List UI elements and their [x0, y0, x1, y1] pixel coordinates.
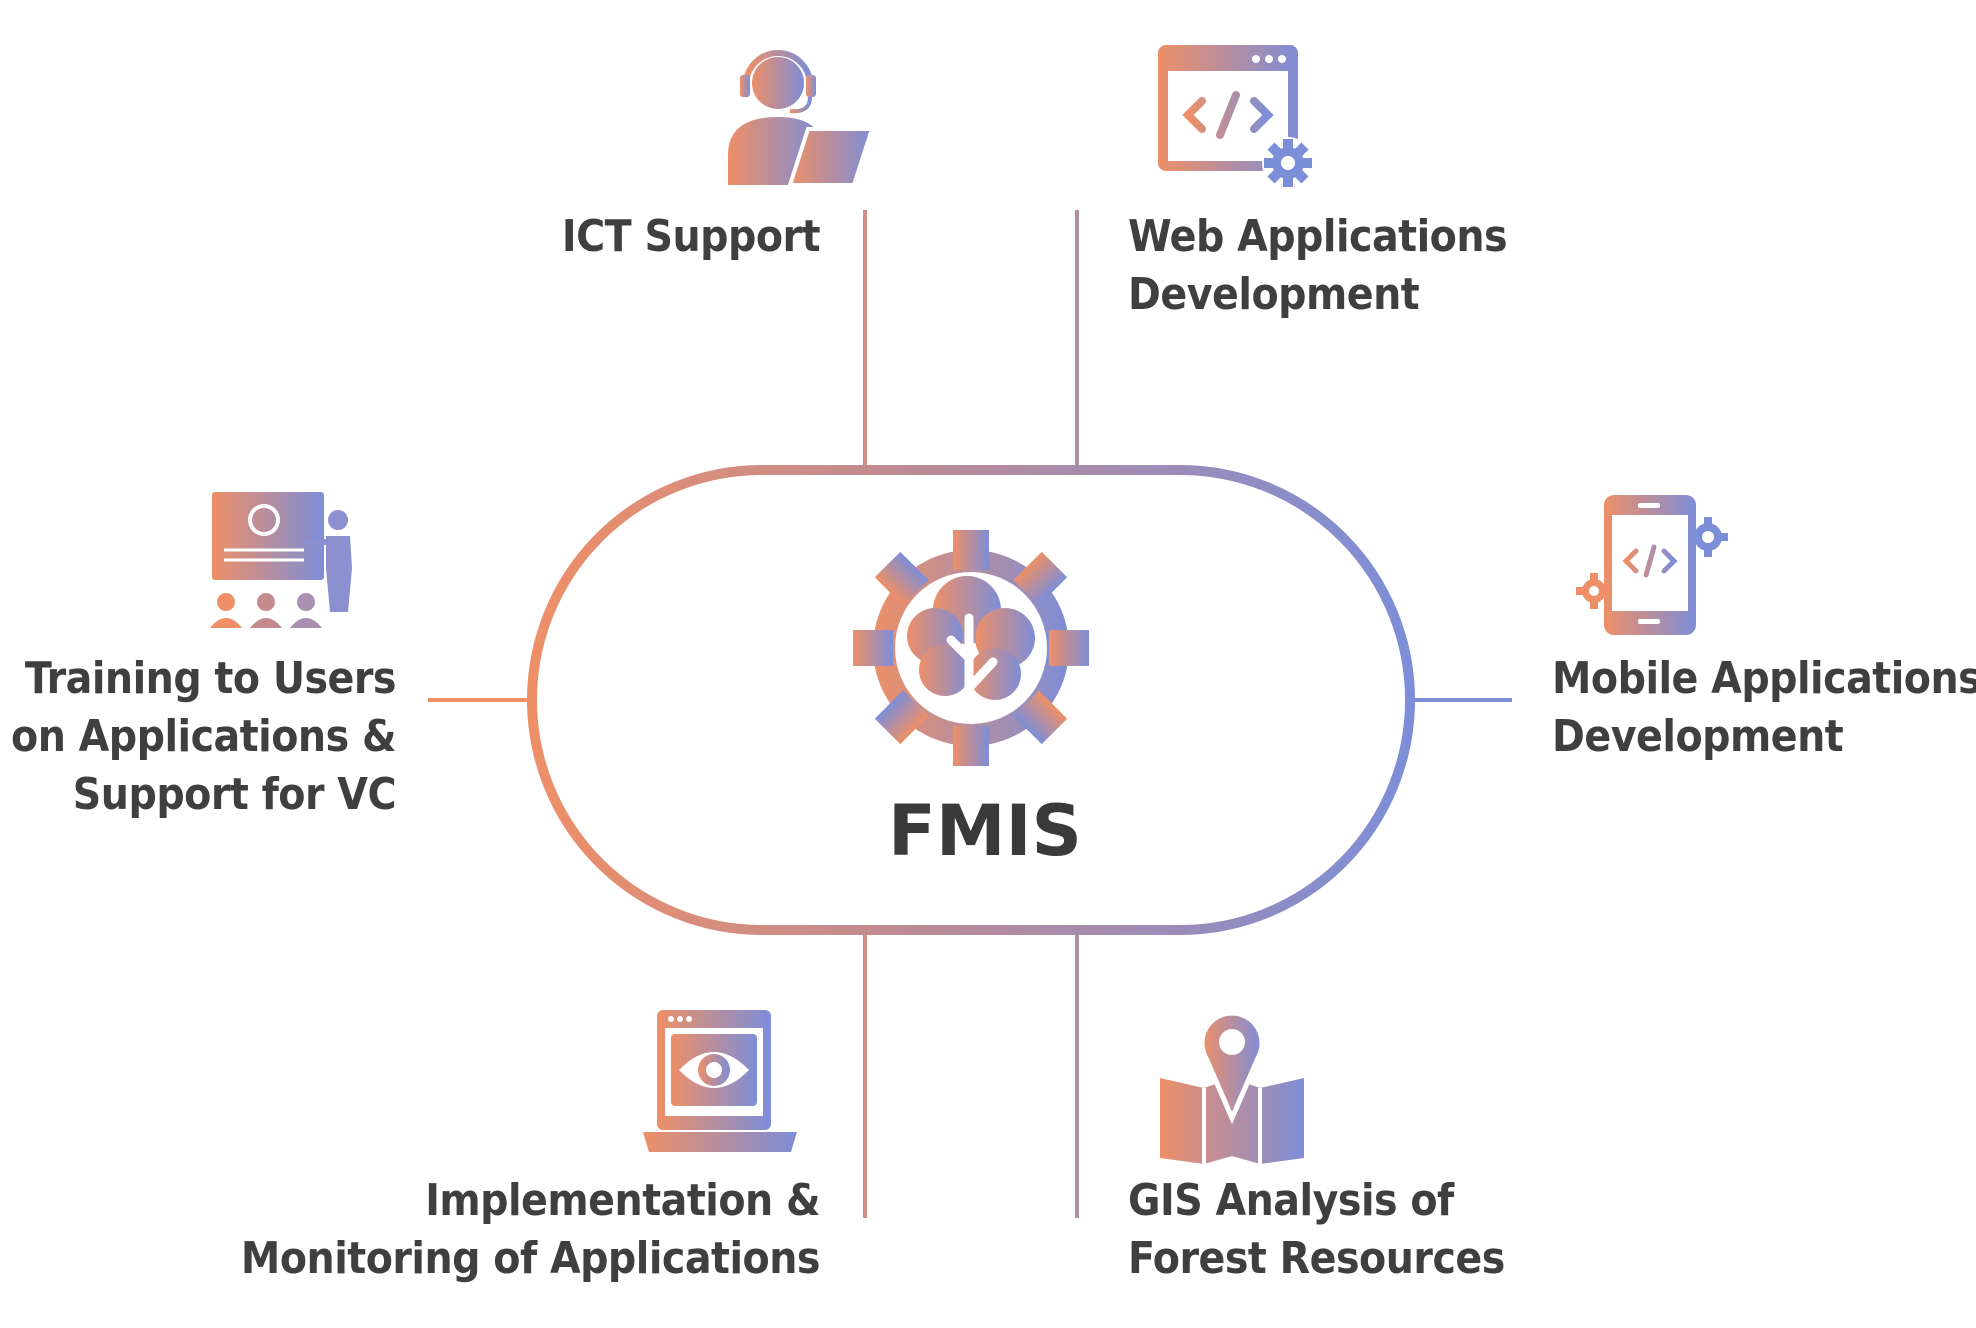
presentation-audience-icon: [210, 492, 352, 628]
connectors: [428, 210, 1512, 1218]
gear-tree-icon: [853, 530, 1089, 766]
label-line: ICT Support: [561, 211, 821, 262]
laptop-eye-icon: [643, 1010, 797, 1152]
code-browser-gear-icon: [1158, 45, 1314, 189]
label-line: Mobile Applications: [1552, 653, 1976, 704]
label-line: on Applications &: [11, 711, 397, 762]
label-line: Implementation &: [425, 1175, 820, 1226]
headset-agent-icon: [728, 50, 875, 187]
label-web-apps: Web Applications Development: [1128, 208, 1508, 324]
label-implementation: Implementation & Monitoring of Applicati…: [240, 1172, 821, 1288]
label-training: Training to Users on Applications & Supp…: [11, 650, 397, 824]
center-title: FMIS: [888, 790, 1082, 872]
label-line: Monitoring of Applications: [240, 1233, 821, 1284]
label-line: Training to Users: [24, 653, 397, 704]
mobile-code-gear-icon: [1576, 495, 1728, 635]
label-gis: GIS Analysis of Forest Resources: [1128, 1172, 1505, 1288]
label-mobile-apps: Mobile Applications Development: [1552, 650, 1976, 766]
label-line: Development: [1552, 711, 1844, 762]
label-line: Support for VC: [72, 769, 397, 820]
label-line: Development: [1128, 269, 1420, 320]
map-pin-icon: [1160, 1010, 1304, 1164]
label-ict-support: ICT Support: [561, 208, 821, 266]
label-line: Forest Resources: [1128, 1233, 1505, 1284]
label-line: GIS Analysis of: [1128, 1175, 1454, 1226]
label-line: Web Applications: [1128, 211, 1508, 262]
